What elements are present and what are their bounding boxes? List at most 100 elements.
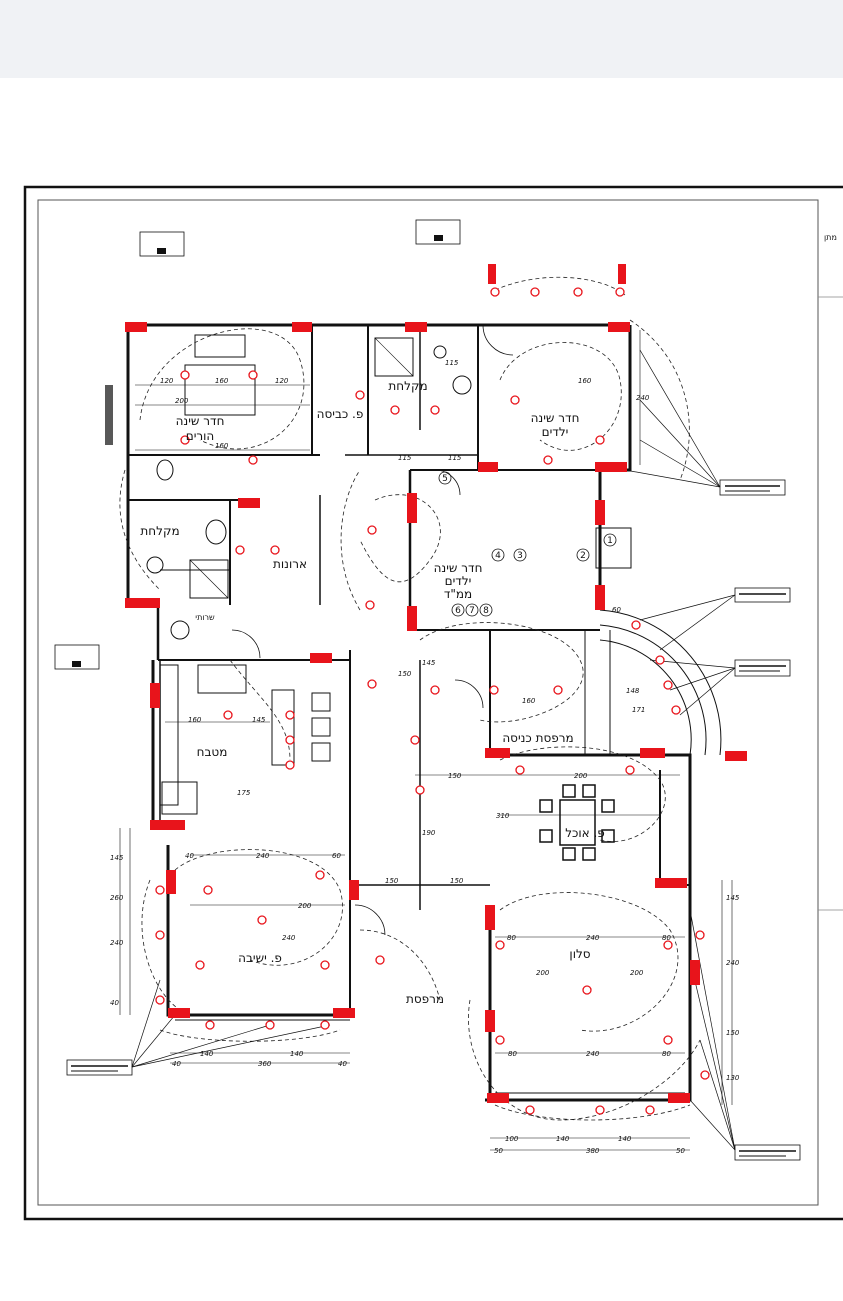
leader-lines: [131, 349, 736, 1151]
dim-label: 200: [298, 902, 312, 910]
room-label-mamad-sub: ילדים: [445, 574, 472, 588]
room-label-closets: ארונות: [273, 557, 307, 571]
dim-label: 140: [618, 1135, 632, 1143]
room-label-shower-top: מקלחת: [388, 379, 427, 393]
dim-label: 115: [398, 454, 412, 462]
dim-label: 120: [160, 377, 174, 385]
dim-label: 150: [450, 877, 464, 885]
electrical-note-box: [66, 1059, 133, 1076]
dim-label: 115: [448, 454, 462, 462]
electrical-note-box: [719, 479, 786, 496]
dim-label: 150: [385, 877, 399, 885]
dim-label: 140: [200, 1050, 214, 1058]
dim-label: 360: [258, 1060, 272, 1068]
dim-label: 40: [172, 1060, 181, 1068]
legend-box: [415, 219, 461, 245]
dim-label: 148: [626, 687, 640, 695]
mamad-number-1: 1: [607, 536, 613, 546]
room-label-parents-bedroom-sub: הורים: [186, 429, 215, 443]
dim-label: 200: [574, 772, 588, 780]
dim-label: 80: [662, 934, 671, 942]
room-label-kitchen: מטבח: [197, 745, 228, 759]
dim-label: 200: [536, 969, 550, 977]
dim-label: 60: [332, 852, 341, 860]
dim-label: 50: [494, 1147, 503, 1155]
dim-label: 240: [586, 1050, 600, 1058]
mamad-number-5: 5: [442, 474, 448, 484]
dim-label: 160: [215, 442, 229, 450]
dim-label: 50: [676, 1147, 685, 1155]
app-top-bar: [0, 0, 843, 78]
light-fixtures: [155, 287, 710, 1115]
dim-label: 140: [556, 1135, 570, 1143]
dim-label: 160: [188, 716, 202, 724]
dim-label: 240: [282, 934, 296, 942]
mamad-number-8: 8: [483, 606, 489, 616]
mamad-number-7: 7: [469, 606, 475, 616]
dim-label: 145: [726, 894, 740, 902]
dim-label: 160: [215, 377, 229, 385]
sheet-outer-frame: [23, 185, 843, 1221]
dim-label: 171: [632, 706, 645, 714]
room-label-entry-porch: מרפסת כניסה: [502, 731, 573, 745]
dim-label: 120: [275, 377, 289, 385]
dim-label: 100: [505, 1135, 519, 1143]
room-label-mamad-type: ממ"ד: [444, 587, 472, 601]
dim-label: 150: [726, 1029, 740, 1037]
dim-label: 40: [338, 1060, 347, 1068]
electrical-note-box: [734, 587, 791, 603]
dim-label: 260: [110, 894, 124, 902]
dim-label: 240: [726, 959, 740, 967]
mamad-number-3: 3: [517, 551, 523, 561]
dim-label: 40: [185, 852, 194, 860]
room-label-laundry: פ. כביסה: [317, 407, 364, 421]
dim-label: 240: [636, 394, 650, 402]
dim-label: 60: [612, 606, 621, 614]
room-label-kids-bedroom-sub: ילדים: [542, 425, 569, 439]
legend-box: [54, 644, 100, 670]
dim-label: 160: [578, 377, 592, 385]
structural-columns: [125, 264, 747, 1103]
dim-label: 240: [110, 939, 124, 947]
room-label-dining: פ. אוכל: [565, 826, 605, 840]
dim-label: 115: [445, 359, 459, 367]
mamad-number-circles: [438, 471, 617, 617]
room-label-mamad: חדר שינה: [434, 561, 483, 575]
dim-label: 145: [110, 854, 124, 862]
dim-label: 200: [630, 969, 644, 977]
dim-label: 150: [448, 772, 462, 780]
mamad-number-6: 6: [455, 606, 461, 616]
dimension-lines: [119, 330, 733, 1151]
dim-label: 190: [422, 829, 436, 837]
room-label-kids-bedroom: חדר שינה: [531, 411, 580, 425]
room-label-shower-left: מקלחת: [140, 524, 179, 538]
dim-label: 380: [586, 1147, 600, 1155]
mamad-number-4: 4: [495, 551, 501, 561]
dim-label: 140: [290, 1050, 304, 1058]
dim-label: 80: [662, 1050, 671, 1058]
electrical-note-box: [734, 1144, 801, 1161]
room-label-parents-bedroom: חדר שינה: [176, 414, 225, 428]
mamad-number-2: 2: [580, 551, 586, 561]
room-label-balcony: מרפסת: [406, 992, 444, 1006]
room-label-sitting: פ. ישיבה: [238, 951, 282, 965]
title-block-label: מתן: [824, 233, 837, 242]
side-note: [105, 385, 113, 445]
dim-label: 310: [496, 812, 510, 820]
electrical-note-box: [734, 659, 791, 677]
dim-label: 150: [398, 670, 412, 678]
walls: [126, 323, 722, 1102]
dim-label: 175: [237, 789, 251, 797]
room-label-salon: סלון: [569, 947, 590, 961]
dim-label: 80: [508, 1050, 517, 1058]
room-label-wc: שרותי: [195, 613, 215, 622]
dim-label: 80: [507, 934, 516, 942]
dim-label: 240: [256, 852, 270, 860]
dim-label: 40: [110, 999, 119, 1007]
dim-label: 145: [252, 716, 266, 724]
dim-label: 200: [175, 397, 189, 405]
dim-label: 130: [726, 1074, 740, 1082]
dimension-labels: 120 160 120 200 160 115 115 115 160 240 …: [110, 359, 740, 1155]
dim-label: 160: [522, 697, 536, 705]
